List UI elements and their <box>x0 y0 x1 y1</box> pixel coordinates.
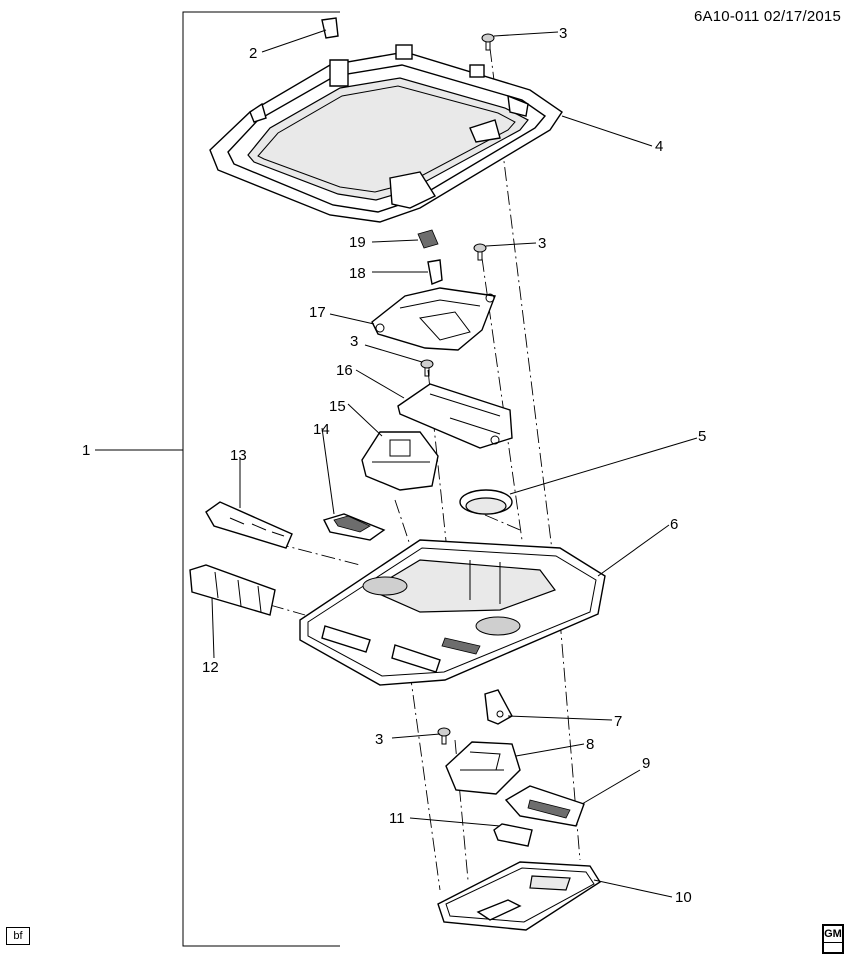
screw-3-bottom <box>437 727 451 745</box>
callout-5: 5 <box>698 428 706 445</box>
callout-2: 2 <box>249 45 257 62</box>
gm-logo-underline <box>824 942 842 943</box>
part-10-bezel <box>437 861 601 931</box>
callout-8: 8 <box>586 736 594 753</box>
part-11-module <box>493 823 533 847</box>
gm-logo: GM <box>822 924 844 954</box>
part-17-bracket <box>371 287 496 351</box>
part-13-switch <box>205 501 293 549</box>
part-4-headliner-frame <box>209 17 563 223</box>
callout-3a: 3 <box>559 25 567 42</box>
callout-16: 16 <box>336 362 353 379</box>
callout-10: 10 <box>675 889 692 906</box>
screw-3-center <box>420 359 434 377</box>
callout-19: 19 <box>349 234 366 251</box>
assembly-bracket <box>95 11 340 947</box>
part-8-bracket <box>445 741 521 795</box>
callout-4: 4 <box>655 138 663 155</box>
part-19-socket <box>417 229 439 249</box>
part-9-cover <box>504 785 585 827</box>
callout-11: 11 <box>389 810 405 827</box>
callout-3d: 3 <box>375 731 383 748</box>
part-7-connector <box>484 689 513 725</box>
part-15-housing <box>361 431 439 491</box>
gm-logo-text: GM <box>824 928 842 940</box>
callout-17: 17 <box>309 304 326 321</box>
screw-3-top <box>481 33 495 51</box>
leader-lines <box>211 29 698 898</box>
part-12-switch-block <box>189 564 276 616</box>
document-id: 6A10-011 02/17/2015 <box>694 8 841 25</box>
bf-badge: bf <box>6 927 30 945</box>
callout-12: 12 <box>202 659 219 676</box>
callout-3c: 3 <box>350 333 358 350</box>
screw-3-mid <box>473 243 487 261</box>
part-16-module <box>397 383 513 449</box>
callout-7: 7 <box>614 713 622 730</box>
callout-3b: 3 <box>538 235 546 252</box>
callout-15: 15 <box>329 398 346 415</box>
callout-9: 9 <box>642 755 650 772</box>
part-5-lens <box>459 489 513 515</box>
part-6-console <box>299 539 606 686</box>
callout-6: 6 <box>670 516 678 533</box>
callout-14: 14 <box>313 421 330 438</box>
part-14-lens <box>323 513 386 541</box>
part-18-bulb <box>427 259 443 285</box>
callout-13: 13 <box>230 447 247 464</box>
callout-18: 18 <box>349 265 366 282</box>
callout-1: 1 <box>82 442 90 459</box>
callout-labels: 1 2 3 4 3 19 18 17 3 16 15 14 13 5 6 12 … <box>82 25 706 906</box>
